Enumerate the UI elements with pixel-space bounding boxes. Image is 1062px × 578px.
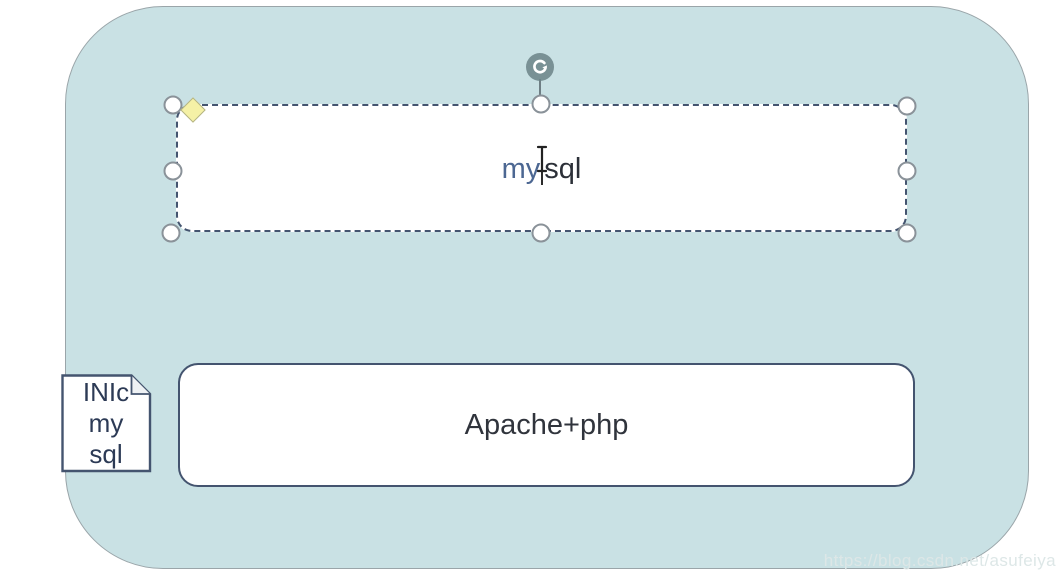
note-label-line2: my — [88, 408, 124, 438]
apache-php-label: Apache+php — [464, 408, 629, 441]
ibeam-cursor-icon — [535, 145, 549, 178]
note-shape[interactable] — [61, 374, 152, 478]
mysql-label-after-caret: sql — [544, 152, 582, 185]
resize-handle-nw[interactable] — [163, 95, 183, 115]
apache-php-shape[interactable]: Apache+php — [178, 363, 915, 487]
note-label-line3: sql — [89, 439, 123, 469]
resize-handle-ne[interactable] — [897, 96, 917, 116]
resize-handle-s[interactable] — [531, 223, 551, 243]
resize-handle-se[interactable] — [897, 223, 917, 243]
rotate-icon — [531, 58, 549, 76]
rotate-handle[interactable] — [526, 53, 554, 81]
resize-handle-w[interactable] — [163, 161, 183, 181]
rotate-handle-stem — [539, 79, 541, 105]
mysql-label-before-caret: my — [501, 152, 541, 185]
watermark: https://blog.csdn.net/asufeiya — [823, 551, 1056, 570]
resize-handle-sw[interactable] — [161, 223, 181, 243]
resize-handle-n[interactable] — [531, 94, 551, 114]
note-label-line1: INIc — [82, 377, 130, 407]
note-label: INIc my sql — [61, 377, 151, 470]
resize-handle-e[interactable] — [897, 161, 917, 181]
